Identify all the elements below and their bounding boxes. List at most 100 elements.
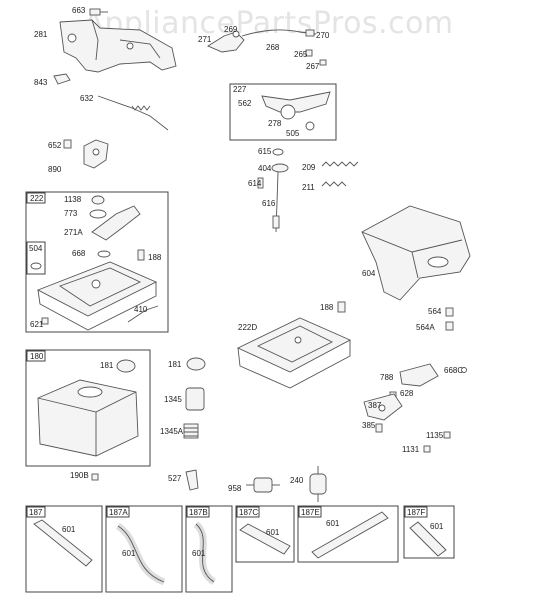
tag-187C xyxy=(236,506,260,518)
tag-187B xyxy=(186,506,210,518)
label-663: 663 xyxy=(72,6,86,15)
label-222: 222 xyxy=(30,194,44,203)
label-267: 267 xyxy=(306,62,320,71)
label-1135: 1135 xyxy=(426,431,444,440)
part-564A-screw xyxy=(445,321,454,331)
label-181-b: 181 xyxy=(168,360,182,369)
part-181-cap-b xyxy=(186,357,206,371)
label-773: 773 xyxy=(64,209,78,218)
label-843: 843 xyxy=(34,78,48,87)
box-180 xyxy=(25,349,151,467)
part-404-bushing xyxy=(271,163,289,173)
label-601-b: 601 xyxy=(122,549,136,558)
label-668: 668 xyxy=(72,249,86,258)
part-190B-clip xyxy=(91,473,99,481)
part-773-washer xyxy=(89,209,107,219)
label-404: 404 xyxy=(258,164,272,173)
label-187B: 187B xyxy=(189,508,208,517)
part-616-shaft xyxy=(272,171,280,233)
label-387: 387 xyxy=(368,401,382,410)
tag-187F xyxy=(404,506,428,518)
part-240-fuel-filter xyxy=(309,466,327,502)
part-1138-nut xyxy=(91,195,105,205)
part-222-control-bracket xyxy=(36,261,158,331)
label-187: 187 xyxy=(29,508,43,517)
part-615-washer xyxy=(272,148,284,156)
label-269: 269 xyxy=(224,25,238,34)
box-227 xyxy=(229,83,337,141)
label-527: 527 xyxy=(168,474,182,483)
part-222D-control-bracket xyxy=(236,317,352,389)
label-1345: 1345 xyxy=(164,395,182,404)
part-187E-hose xyxy=(311,511,389,559)
part-843-block xyxy=(53,73,71,85)
label-562: 562 xyxy=(238,99,252,108)
tag-180 xyxy=(26,350,46,362)
part-227-lever-assembly xyxy=(261,91,331,131)
label-505: 505 xyxy=(286,129,300,138)
part-621-clip xyxy=(41,317,49,325)
label-958: 958 xyxy=(228,484,242,493)
label-788: 788 xyxy=(380,373,394,382)
label-604: 604 xyxy=(362,269,376,278)
label-616: 616 xyxy=(262,199,276,208)
label-281: 281 xyxy=(34,30,48,39)
part-268-cable xyxy=(241,29,317,37)
part-504-spring xyxy=(30,262,42,270)
part-632-spring-rod xyxy=(97,95,169,131)
box-187E xyxy=(297,505,399,563)
label-265: 265 xyxy=(294,50,308,59)
label-268: 268 xyxy=(266,43,280,52)
part-187F-hose xyxy=(409,521,447,557)
label-890: 890 xyxy=(48,165,62,174)
part-181-cap-a xyxy=(116,359,136,373)
label-504: 504 xyxy=(29,244,43,253)
label-211: 211 xyxy=(302,183,315,192)
label-271: 271 xyxy=(198,35,212,44)
label-270: 270 xyxy=(316,31,330,40)
part-270-clip xyxy=(305,29,315,37)
label-601-d: 601 xyxy=(266,528,280,537)
label-209: 209 xyxy=(302,163,316,172)
label-614: 614 xyxy=(248,179,262,188)
part-281-bracket xyxy=(59,19,177,73)
label-187A: 187A xyxy=(109,508,128,517)
label-628: 628 xyxy=(400,389,414,398)
label-1131: 1131 xyxy=(402,445,420,454)
label-632: 632 xyxy=(80,94,94,103)
part-187-hose xyxy=(33,519,93,567)
part-410-wire xyxy=(127,305,159,323)
label-1345A: 1345A xyxy=(160,427,184,436)
label-187E: 187E xyxy=(301,508,320,517)
part-385-screw xyxy=(375,423,383,433)
label-385: 385 xyxy=(362,421,376,430)
tag-187A xyxy=(106,506,130,518)
label-227: 227 xyxy=(233,85,247,94)
tag-187 xyxy=(26,506,46,518)
tag-222 xyxy=(26,192,46,204)
box-187C xyxy=(235,505,295,563)
part-188-screw-a xyxy=(137,249,145,261)
box-187A xyxy=(105,505,183,593)
part-668C-washer xyxy=(461,367,467,373)
label-615: 615 xyxy=(258,147,272,156)
part-890-bracket xyxy=(83,139,109,169)
label-621: 621 xyxy=(30,320,44,329)
part-267-nut xyxy=(319,59,327,66)
part-652-screw xyxy=(63,139,72,149)
part-604-shroud xyxy=(361,205,471,301)
part-187A-hose xyxy=(115,523,166,586)
label-564: 564 xyxy=(428,307,442,316)
part-1345-filter xyxy=(185,387,205,411)
label-410: 410 xyxy=(134,305,148,314)
label-1138: 1138 xyxy=(64,195,82,204)
box-187B xyxy=(185,505,233,593)
part-265-screw xyxy=(305,49,313,57)
label-222D: 222D xyxy=(238,323,257,332)
part-668-washer xyxy=(97,250,111,258)
part-187C-hose xyxy=(239,523,291,555)
label-601-e: 601 xyxy=(326,519,340,528)
part-564-screw xyxy=(445,307,454,317)
part-1131-clip xyxy=(423,445,431,453)
